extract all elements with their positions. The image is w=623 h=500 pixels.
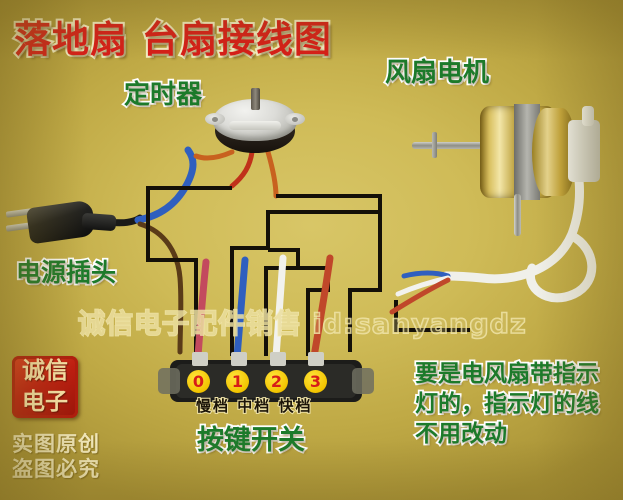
motor-wire-red xyxy=(389,277,451,315)
seller-stamp-logo: 诚信 电子 xyxy=(12,356,78,418)
label-power-plug: 电源插头 xyxy=(14,256,118,288)
terminal-number-0: 0 xyxy=(192,372,205,391)
terminal-number-3: 3 xyxy=(309,372,322,391)
routing-line-3 xyxy=(264,248,300,356)
page-title: 落地扇 台扇接线图 xyxy=(12,16,333,63)
motor-wire-blue xyxy=(401,270,451,279)
terminal-badge-0[interactable]: 0 xyxy=(187,370,210,393)
switch-wire-2-white xyxy=(272,254,287,361)
timer-component xyxy=(205,88,305,157)
timer-lead-left xyxy=(193,149,235,161)
switch-wire-3-red xyxy=(310,254,334,361)
routing-line-outer xyxy=(146,186,232,358)
switch-wire-1-blue xyxy=(233,256,249,361)
plug-strain-relief xyxy=(81,212,117,232)
label-timer: 定时器 xyxy=(122,78,204,111)
timer-shaft xyxy=(251,88,260,110)
motor-mount-post xyxy=(514,194,521,236)
motor-oscillation-knob xyxy=(582,106,594,126)
routing-line-2 xyxy=(230,194,382,356)
label-push-button-switch: 按键开关 xyxy=(195,423,307,457)
motor-wire-white xyxy=(395,275,451,297)
motor-shaft-pin xyxy=(432,132,437,158)
switch-wire-0-pink xyxy=(194,258,210,360)
motor-cable-loop xyxy=(525,231,597,303)
copyright-notice: 实图原创 盗图必究 xyxy=(12,432,100,481)
motor-front-shaft xyxy=(412,142,484,149)
terminal-number-1: 1 xyxy=(231,372,244,391)
timer-screw-hole-left xyxy=(212,117,218,122)
terminal-badge-2[interactable]: 2 xyxy=(265,370,288,393)
power-plug-component xyxy=(5,196,126,248)
stamp-line-2: 电子 xyxy=(22,389,68,416)
terminal-badge-1[interactable]: 1 xyxy=(226,370,249,393)
terminal-badge-3[interactable]: 3 xyxy=(304,370,327,393)
timer-ridge xyxy=(229,121,281,130)
note-indicator-lamp: 要是电风扇带指示 灯的，指示灯的线 不用改动 xyxy=(413,359,601,448)
timer-lead-right xyxy=(265,149,279,199)
wire-brown-from-plug xyxy=(137,221,184,355)
stamp-line-1: 诚信 xyxy=(22,358,68,385)
label-fan-motor: 风扇电机 xyxy=(383,56,491,89)
fan-motor-component xyxy=(412,98,600,236)
routing-line-right xyxy=(348,214,382,352)
label-speed-gears: 慢档 中档 快档 xyxy=(195,396,313,415)
watermark-seller-id: 诚信电子配件销售 id:sanyangdz xyxy=(77,308,527,341)
timer-screw-hole-right xyxy=(292,117,298,122)
motor-gearbox xyxy=(568,120,600,182)
terminal-number-2: 2 xyxy=(270,372,283,391)
timer-lead-down xyxy=(229,149,255,189)
